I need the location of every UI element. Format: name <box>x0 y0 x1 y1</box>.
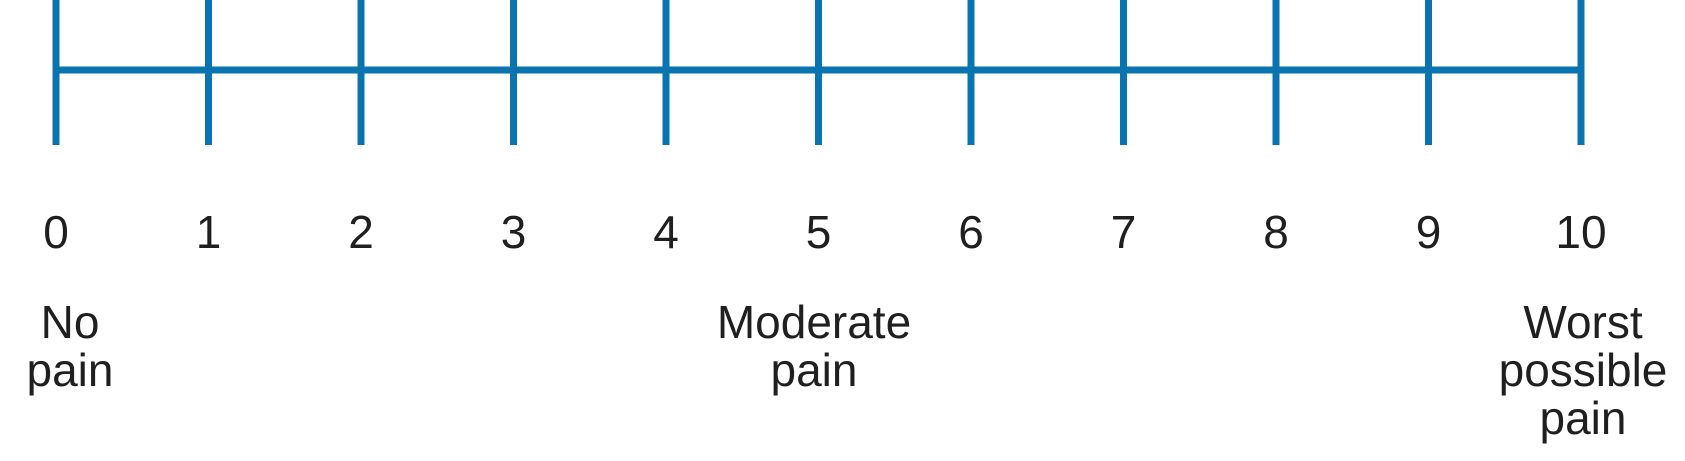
anchor-moderate-line1: Moderate <box>716 296 912 348</box>
anchor-worst-line2: possible <box>1498 344 1668 396</box>
tick-label-4: 4 <box>653 206 679 258</box>
tick-label-5: 5 <box>805 206 832 258</box>
tick-label-6: 6 <box>958 206 984 258</box>
anchor-no-pain: No pain <box>0 298 200 394</box>
anchor-no-pain-line1: No <box>40 296 100 348</box>
tick-label-9: 9 <box>1415 206 1442 258</box>
anchor-worst-line1: Worst <box>1523 296 1643 348</box>
anchor-no-pain-line2: pain <box>26 344 114 396</box>
tick-label-7: 7 <box>1110 206 1137 258</box>
anchor-worst-line3: pain <box>1539 392 1627 444</box>
tick-label-0: 0 <box>43 206 69 258</box>
anchor-worst-pain: Worst possible pain <box>1453 298 1685 442</box>
tick-label-2: 2 <box>348 206 374 258</box>
tick-label-1: 1 <box>195 206 222 258</box>
tick-label-10: 10 <box>1555 206 1607 258</box>
anchor-moderate-line2: pain <box>770 344 858 396</box>
tick-label-3: 3 <box>500 206 527 258</box>
anchor-moderate-pain: Moderate pain <box>684 298 944 394</box>
tick-label-8: 8 <box>1263 206 1289 258</box>
